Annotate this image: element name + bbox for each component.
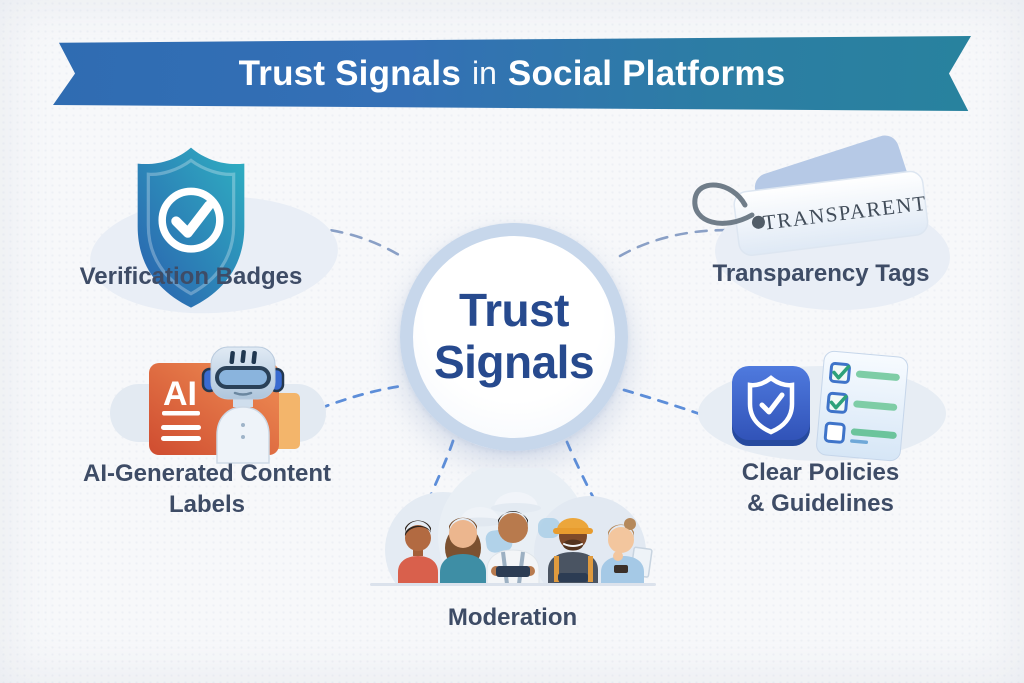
checklist-card [816, 350, 909, 462]
connector-ai-labels [301, 384, 404, 417]
title-banner: Trust Signals in Social Platforms [53, 36, 971, 111]
verification-label: Verification Badges [79, 263, 303, 290]
policies-label-line2: & Guidelines [747, 490, 894, 517]
robot-figure [201, 346, 285, 464]
ai-robot-icon: AI [149, 346, 300, 464]
person-hardhat [548, 518, 598, 584]
center-hub-line2: Signals [433, 336, 595, 388]
moderation-label: Moderation [447, 604, 578, 631]
banner-title-part2: in [472, 55, 497, 91]
center-hub: Trust Signals [400, 223, 628, 451]
ai-labels-label-line2: Labels [168, 491, 246, 518]
shield-checklist-icon [732, 350, 909, 462]
connector-verification [250, 226, 406, 260]
person-boy [398, 520, 438, 584]
banner-title-part3: Social Platforms [507, 53, 786, 93]
connector-transparency [618, 228, 750, 258]
ai-labels-label-line1: AI-Generated Content [82, 460, 331, 487]
person-man-phone [486, 511, 540, 585]
shield-check-icon [137, 147, 245, 308]
banner-title-part1: Trust Signals [238, 53, 461, 93]
policies-label: Clear Policies & Guidelines [688, 457, 953, 519]
policies-label-line1: Clear Policies [741, 459, 900, 486]
ai-badge-text: AI [163, 375, 197, 413]
connector-policies [622, 388, 719, 422]
people-group-illustration [370, 468, 656, 586]
ai-labels-label: AI-Generated Content Labels [52, 458, 362, 520]
person-woman-teal [440, 517, 486, 584]
person-woman-tablet [601, 518, 653, 584]
price-tag-icon: TRANSPARENT [692, 135, 929, 257]
policy-shield-badge [732, 366, 810, 446]
transparency-label: Transparency Tags [712, 260, 930, 287]
center-hub-line1: Trust [459, 284, 569, 337]
